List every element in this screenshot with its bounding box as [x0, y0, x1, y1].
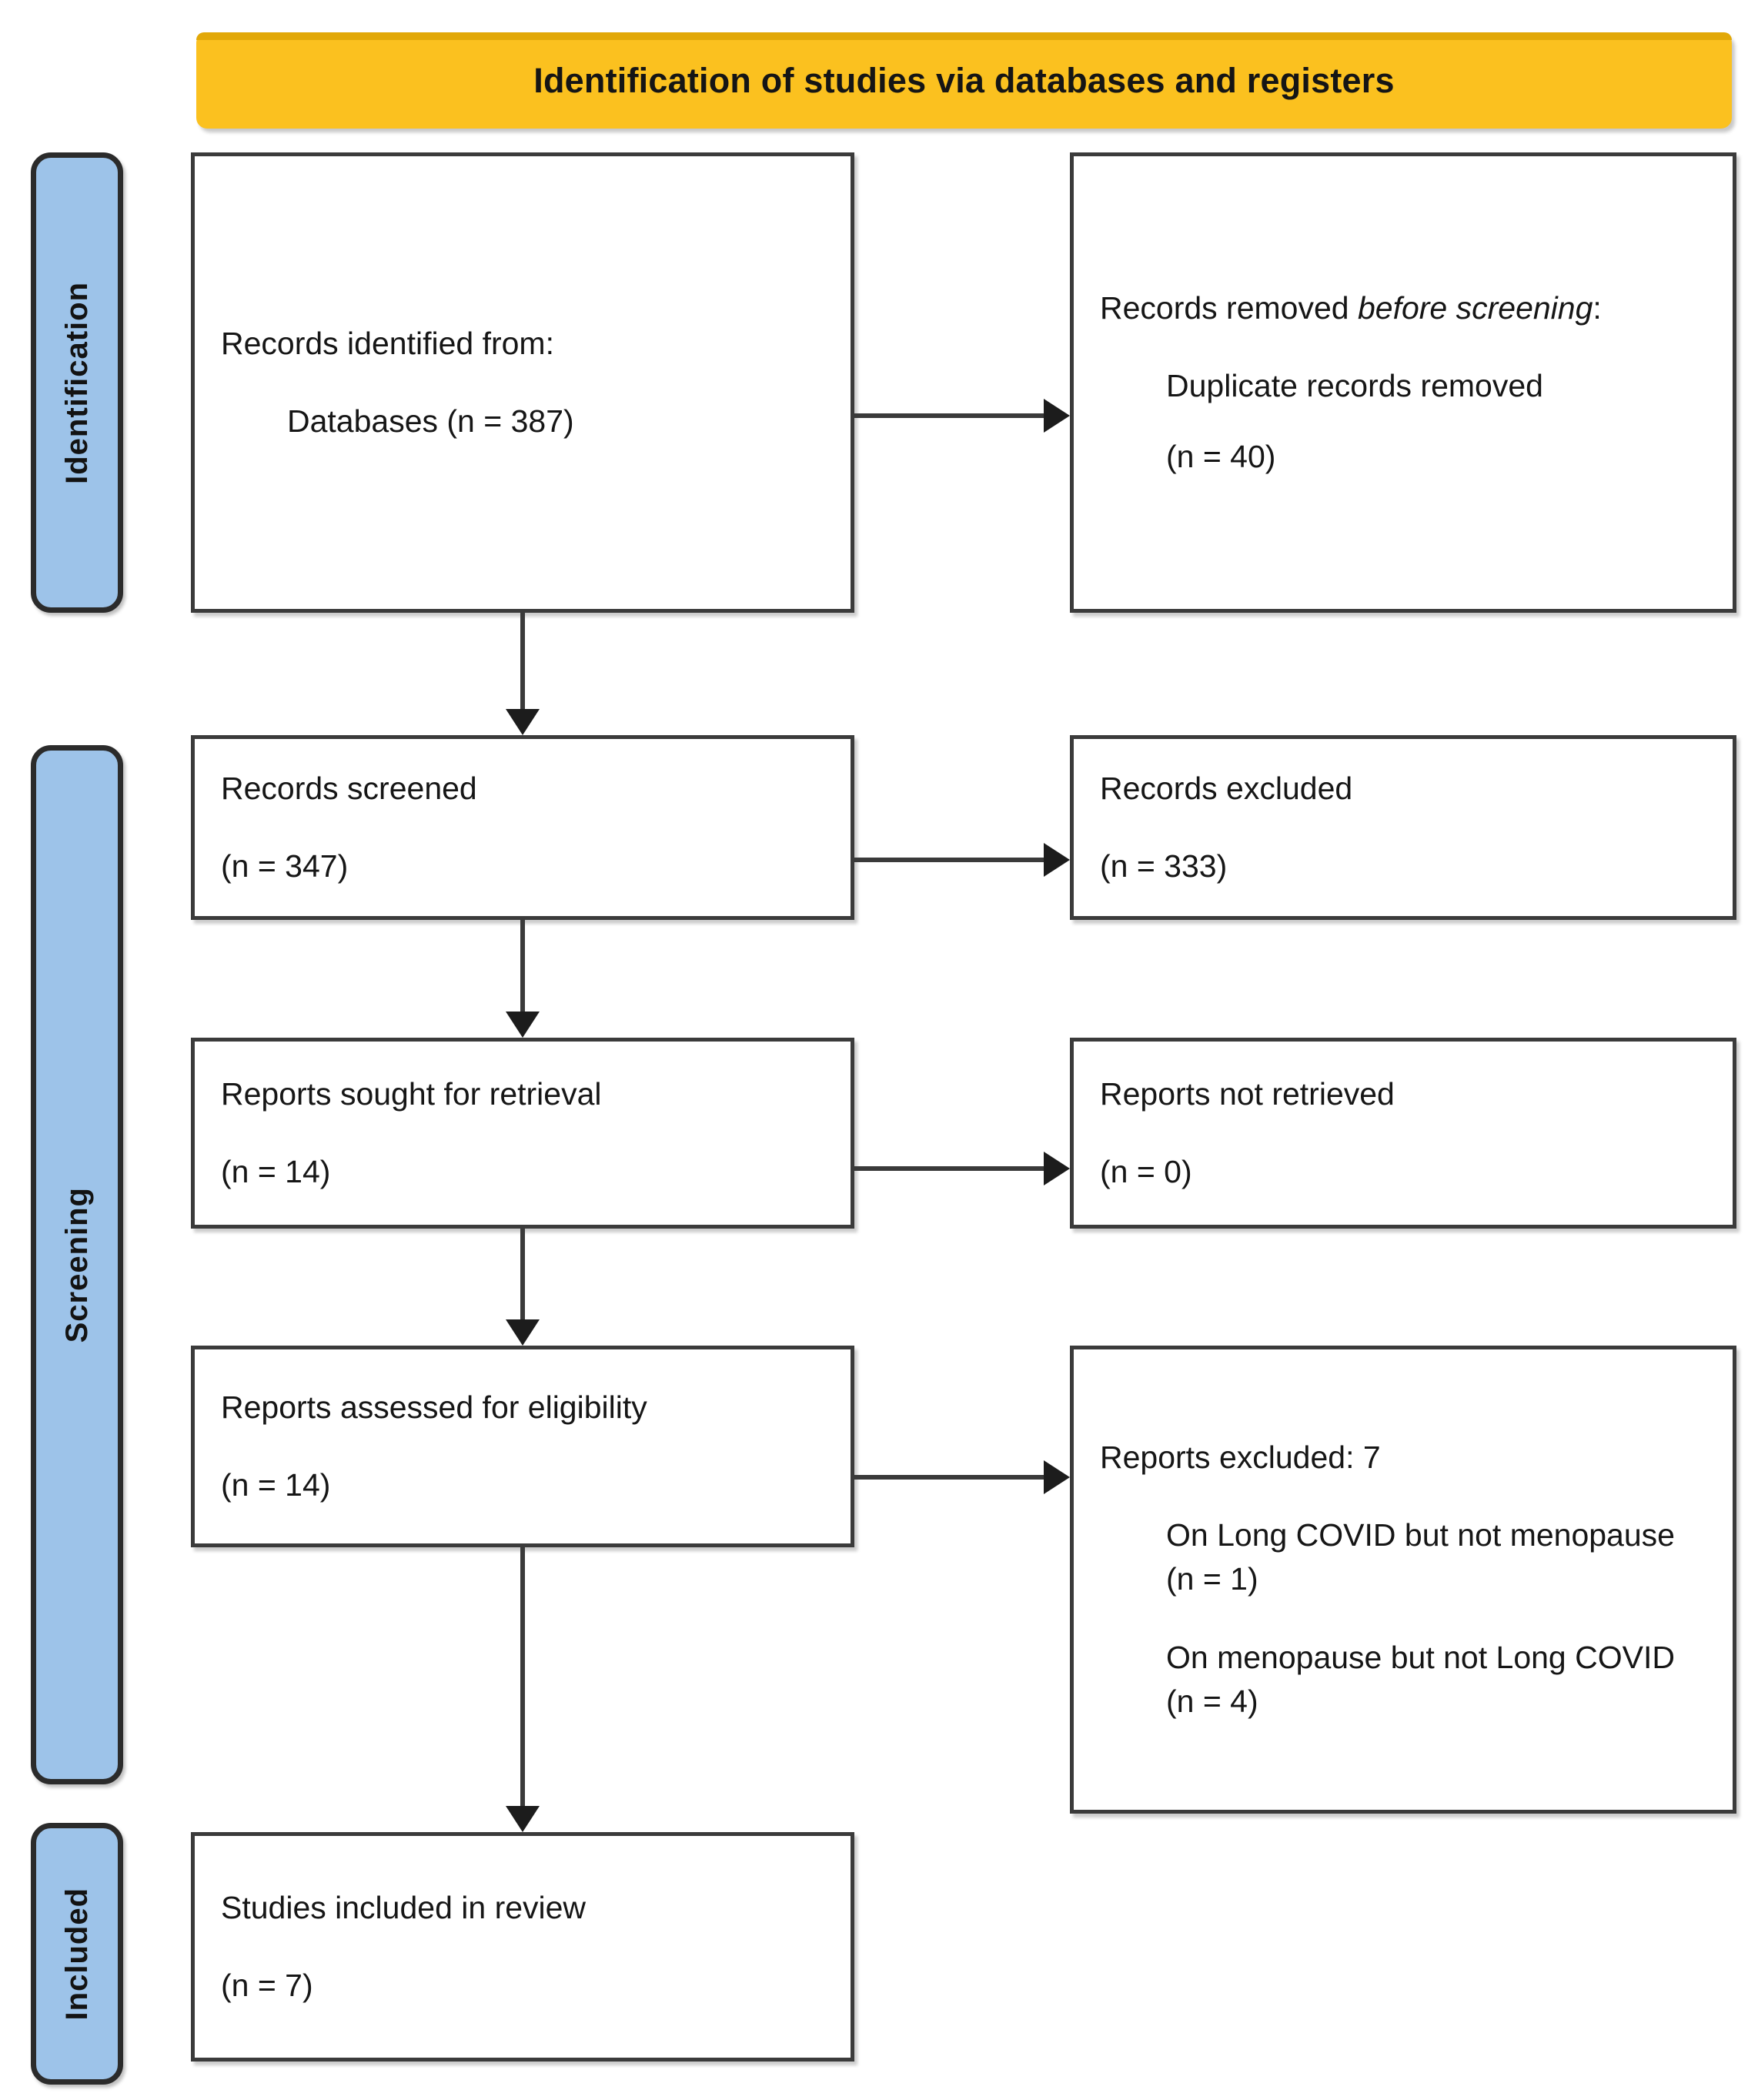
node-line: (n = 14) — [221, 1467, 331, 1503]
arrow-shaft — [854, 858, 1047, 862]
node-line: Reports excluded: 7 — [1100, 1439, 1381, 1475]
arrow-shaft — [520, 613, 525, 709]
banner-title: Identification of studies via databases … — [533, 60, 1395, 100]
node-line: Studies included in review — [221, 1889, 587, 1925]
stage-label-included: Included — [31, 1823, 123, 2085]
arrow-right-sought-to-not-retrieved — [854, 1152, 1070, 1185]
stage-label-screening: Screening — [31, 745, 123, 1784]
stage-label-text: Included — [59, 1887, 94, 2021]
node-line: (n = 0) — [1100, 1154, 1192, 1189]
arrow-shaft — [854, 1475, 1047, 1480]
node-line: Reports not retrieved — [1100, 1075, 1395, 1112]
arrow-shaft — [854, 413, 1047, 418]
arrow-down-sought-to-assessed — [500, 1229, 546, 1346]
node-line: (n = 7) — [221, 1968, 313, 2003]
node-line: Records removed before screening: — [1100, 286, 1706, 330]
node-records-identified: Records identified from: Databases (n = … — [191, 152, 854, 613]
node-line: Records screened — [221, 770, 477, 806]
arrow-head-down-icon — [506, 1806, 540, 1832]
arrow-head-down-icon — [506, 709, 540, 735]
node-records-excluded: Records excluded (n = 333) — [1070, 735, 1736, 920]
node-line-prefix: Records removed — [1100, 289, 1358, 326]
arrow-head-right-icon — [1044, 399, 1070, 433]
node-records-screened: Records screened (n = 347) — [191, 735, 854, 920]
arrow-shaft — [854, 1166, 1047, 1171]
arrow-right-screened-to-excluded — [854, 843, 1070, 877]
arrow-right-identified-to-removed — [854, 399, 1070, 433]
node-line: Databases (n = 387) — [287, 403, 574, 439]
node-line: (n = 347) — [221, 848, 349, 884]
node-records-removed: Records removed before screening: Duplic… — [1070, 152, 1736, 613]
stage-label-identification: Identification — [31, 152, 123, 613]
node-line: On menopause but not Long COVID (n = 4) — [1166, 1639, 1675, 1720]
diagram-header-banner: Identification of studies via databases … — [196, 32, 1732, 129]
node-reports-not-retrieved: Reports not retrieved (n = 0) — [1070, 1038, 1736, 1229]
arrow-shaft — [520, 1547, 525, 1806]
node-reports-assessed: Reports assessed for eligibility (n = 14… — [191, 1346, 854, 1547]
node-line: Records identified from: — [221, 325, 554, 361]
node-line: On Long COVID but not menopause (n = 1) — [1166, 1516, 1675, 1597]
stage-label-text: Identification — [59, 281, 94, 484]
arrow-head-down-icon — [506, 1012, 540, 1038]
arrow-down-assessed-to-included — [500, 1547, 546, 1832]
node-line: Records excluded — [1100, 770, 1353, 806]
node-line: (n = 14) — [221, 1154, 331, 1189]
node-line: (n = 40) — [1166, 438, 1276, 474]
node-line: Reports assessed for eligibility — [221, 1389, 647, 1425]
node-line: Duplicate records removed — [1166, 368, 1543, 404]
arrow-shaft — [520, 1229, 525, 1319]
arrow-head-down-icon — [506, 1319, 540, 1346]
arrow-right-assessed-to-reports-excluded — [854, 1460, 1070, 1494]
node-reports-excluded-reasons: Reports excluded: 7 On Long COVID but no… — [1070, 1346, 1736, 1814]
arrow-down-identified-to-screened — [500, 613, 546, 735]
node-studies-included: Studies included in review (n = 7) — [191, 1832, 854, 2062]
node-reports-sought: Reports sought for retrieval (n = 14) — [191, 1038, 854, 1229]
arrow-shaft — [520, 920, 525, 1012]
node-line-italic: before screening — [1357, 289, 1593, 326]
arrow-head-right-icon — [1044, 1152, 1070, 1185]
stage-label-text: Screening — [59, 1186, 94, 1343]
arrow-head-right-icon — [1044, 1460, 1070, 1494]
node-line: Reports sought for retrieval — [221, 1075, 602, 1112]
node-line: (n = 333) — [1100, 848, 1228, 884]
arrow-head-right-icon — [1044, 843, 1070, 877]
node-line-suffix: : — [1593, 289, 1602, 326]
arrow-down-screened-to-sought — [500, 920, 546, 1038]
